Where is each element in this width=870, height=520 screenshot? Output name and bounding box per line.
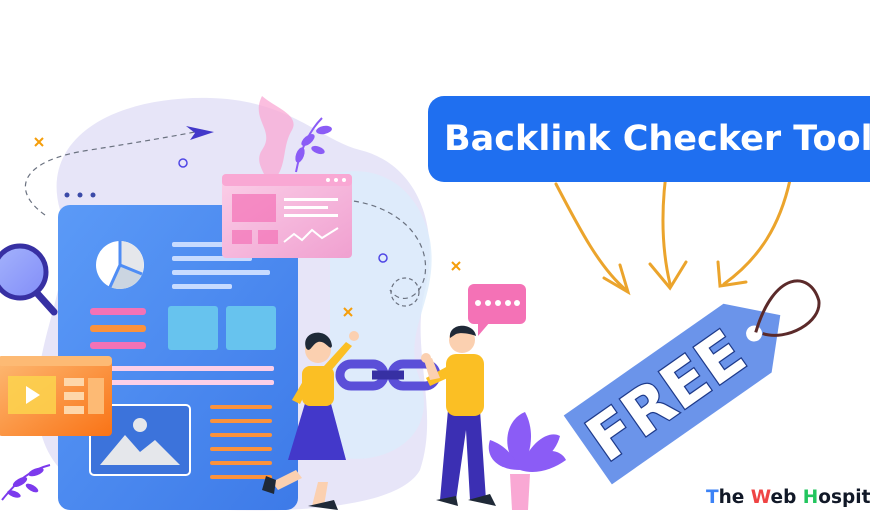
orange-video-window [0, 356, 112, 436]
woman-figure [262, 331, 359, 510]
dashed-flow-line [344, 199, 427, 299]
brand-text-w: eb [770, 487, 803, 508]
brand-initial-w: W [750, 487, 771, 508]
brand-logo: The Web Hospital [706, 485, 870, 511]
image-icon [89, 404, 191, 476]
flame-decoration [258, 96, 294, 188]
dashed-orbit [390, 277, 420, 307]
dashed-flow-line [24, 129, 206, 216]
play-icon [26, 386, 40, 404]
banner-title: Backlink Checker Tools [444, 119, 870, 159]
magnifier-icon [0, 243, 58, 316]
dot-icon [378, 253, 388, 263]
brand-initial-h: H [802, 487, 819, 508]
paper-plane-icon [186, 126, 214, 140]
leaf-plant [1, 464, 51, 501]
leaf-plant [295, 117, 332, 173]
man-figure [421, 325, 496, 506]
title-banner: Backlink Checker Tools [428, 96, 870, 182]
sparkle-icon [34, 137, 461, 317]
pie-chart-icon [96, 241, 144, 290]
main-dashboard-panel [58, 192, 298, 510]
price-tag-icon: FREE [563, 279, 821, 485]
dot-icon [178, 158, 188, 168]
potted-plant [488, 412, 566, 510]
pink-browser-window [222, 174, 352, 258]
brand-text-t: he [718, 487, 751, 508]
chat-bubble-icon [468, 284, 526, 336]
brand-initial-t: T [706, 487, 719, 508]
brand-text-h: ospital [818, 487, 870, 508]
